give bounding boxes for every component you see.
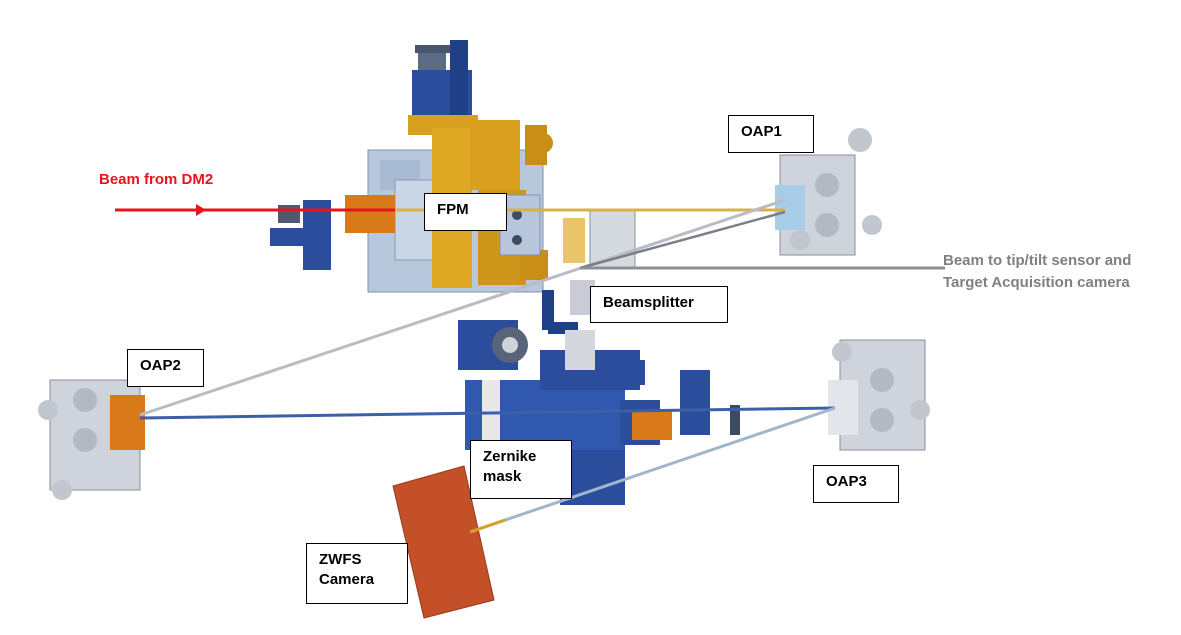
zernike-mask-label: Zernike mask [470, 440, 572, 499]
zernike-label-line2: mask [483, 468, 522, 485]
oap1-mount [775, 128, 882, 256]
oap3-mount [828, 339, 930, 451]
beam-oap2-to-oap3 [139, 406, 836, 420]
beam-oap1-to-oap2 [139, 198, 786, 417]
oap3-label: OAP3 [813, 465, 899, 503]
zwfs-camera-label: ZWFS Camera [306, 543, 408, 604]
beam-in-label: Beam from DM2 [99, 171, 214, 188]
beam-oap3-to-camera [469, 406, 836, 534]
beam-from-dm2-arrowhead [196, 204, 206, 216]
beam-out-label-line2: Target Acquisition camera [943, 274, 1130, 291]
zernike-label-line1: Zernike [483, 448, 537, 465]
fpm-assembly [270, 40, 553, 293]
zwfs-camera-body [392, 465, 495, 619]
oap2-label: OAP2 [127, 349, 204, 387]
fpm-label: FPM [424, 193, 507, 231]
beam-camera-segment [469, 518, 506, 534]
beam-paths [115, 198, 945, 534]
beam-out-label: Beam to tip/tilt sensor and Target Acqui… [943, 250, 1131, 294]
beam-oap1-to-bs [579, 210, 786, 270]
oap2-mount [38, 379, 145, 500]
zwfs-label-line2: Camera [319, 571, 375, 588]
oap1-label: OAP1 [728, 115, 814, 153]
beamsplitter-mount [542, 209, 636, 334]
beamsplitter-label: Beamsplitter [590, 286, 728, 323]
beam-out-label-line1: Beam to tip/tilt sensor and [943, 252, 1132, 269]
zwfs-label-line1: ZWFS [319, 551, 362, 568]
